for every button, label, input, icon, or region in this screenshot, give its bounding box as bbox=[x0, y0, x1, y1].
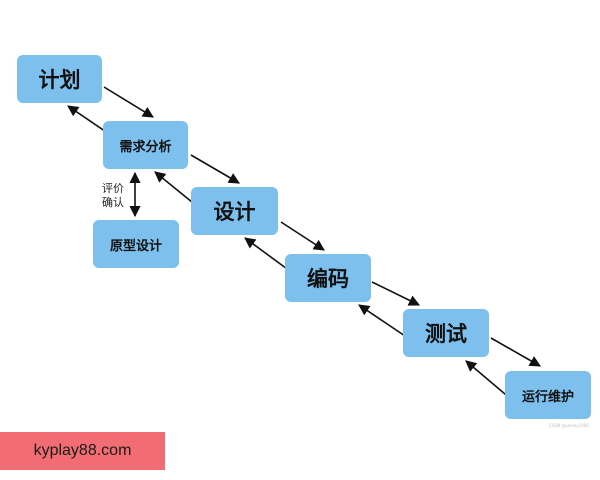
site-banner-link[interactable]: kyplay88.com bbox=[0, 432, 165, 470]
node-prototype-design: 原型设计 bbox=[93, 220, 179, 268]
arrow-coding-to-testing bbox=[371, 281, 421, 306]
node-operation-maintenance: 运行维护 bbox=[505, 371, 591, 419]
arrow-design-to-coding bbox=[280, 221, 325, 251]
side-label-line1: 评价 bbox=[102, 182, 124, 195]
arrow-testing-to-coding bbox=[358, 304, 409, 339]
node-design: 设计 bbox=[191, 187, 278, 235]
node-coding: 编码 bbox=[285, 254, 371, 302]
arrow-plan-to-analysis bbox=[103, 86, 154, 118]
evaluation-confirmation-label: 评价 确认 bbox=[96, 182, 130, 210]
arrow-maintenance-to-testing bbox=[465, 360, 513, 401]
node-testing: 测试 bbox=[403, 309, 489, 357]
watermark: CSDN @Lovely2006 bbox=[549, 423, 589, 428]
arrow-testing-to-maintenance bbox=[490, 337, 541, 367]
node-plan: 计划 bbox=[17, 55, 102, 103]
node-requirements-analysis: 需求分析 bbox=[103, 121, 188, 169]
arrow-analysis-to-design bbox=[190, 154, 240, 184]
side-label-line2: 确认 bbox=[102, 196, 124, 209]
